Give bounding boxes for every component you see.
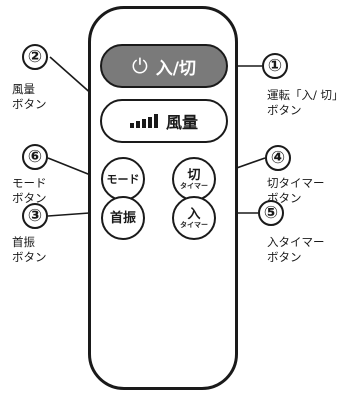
off-timer-button[interactable]: 切 タイマー bbox=[172, 157, 216, 201]
off-timer-kanji: 切 bbox=[187, 167, 201, 183]
callout-number-5: ⑤ bbox=[258, 200, 284, 226]
power-button-label: 入/切 bbox=[155, 58, 197, 79]
callout-number-3: ③ bbox=[22, 203, 48, 229]
callout-label-2: 風量 ボタン bbox=[12, 82, 47, 111]
swing-button-label: 首振 bbox=[109, 210, 136, 226]
callout-number-6: ⑥ bbox=[22, 144, 48, 170]
power-button[interactable]: ⏻ 入/切 bbox=[100, 44, 228, 88]
off-timer-subtext: タイマー bbox=[180, 181, 208, 190]
mode-button[interactable]: モード bbox=[101, 157, 145, 201]
power-icon: ⏻ bbox=[131, 54, 148, 78]
fan-speed-button[interactable]: 風量 bbox=[100, 99, 228, 143]
on-timer-subtext: タイマー bbox=[180, 220, 208, 229]
on-timer-button[interactable]: 入 タイマー bbox=[172, 196, 216, 240]
callout-number-2: ② bbox=[22, 44, 48, 70]
callout-label-6: モード ボタン bbox=[12, 176, 47, 205]
callout-number-4: ④ bbox=[265, 145, 291, 171]
swing-button[interactable]: 首振 bbox=[101, 196, 145, 240]
callout-label-1: 運転「入/ 切」 ボタン bbox=[267, 88, 344, 117]
mode-button-label: モード bbox=[106, 172, 140, 186]
callout-label-3: 首振 ボタン bbox=[12, 235, 47, 264]
callout-number-1: ① bbox=[262, 53, 288, 79]
on-timer-kanji: 入 bbox=[187, 206, 201, 222]
signal-bars-icon bbox=[129, 114, 158, 128]
callout-label-5: 入タイマー ボタン bbox=[267, 235, 325, 264]
fan-speed-button-label: 風量 bbox=[165, 113, 198, 132]
